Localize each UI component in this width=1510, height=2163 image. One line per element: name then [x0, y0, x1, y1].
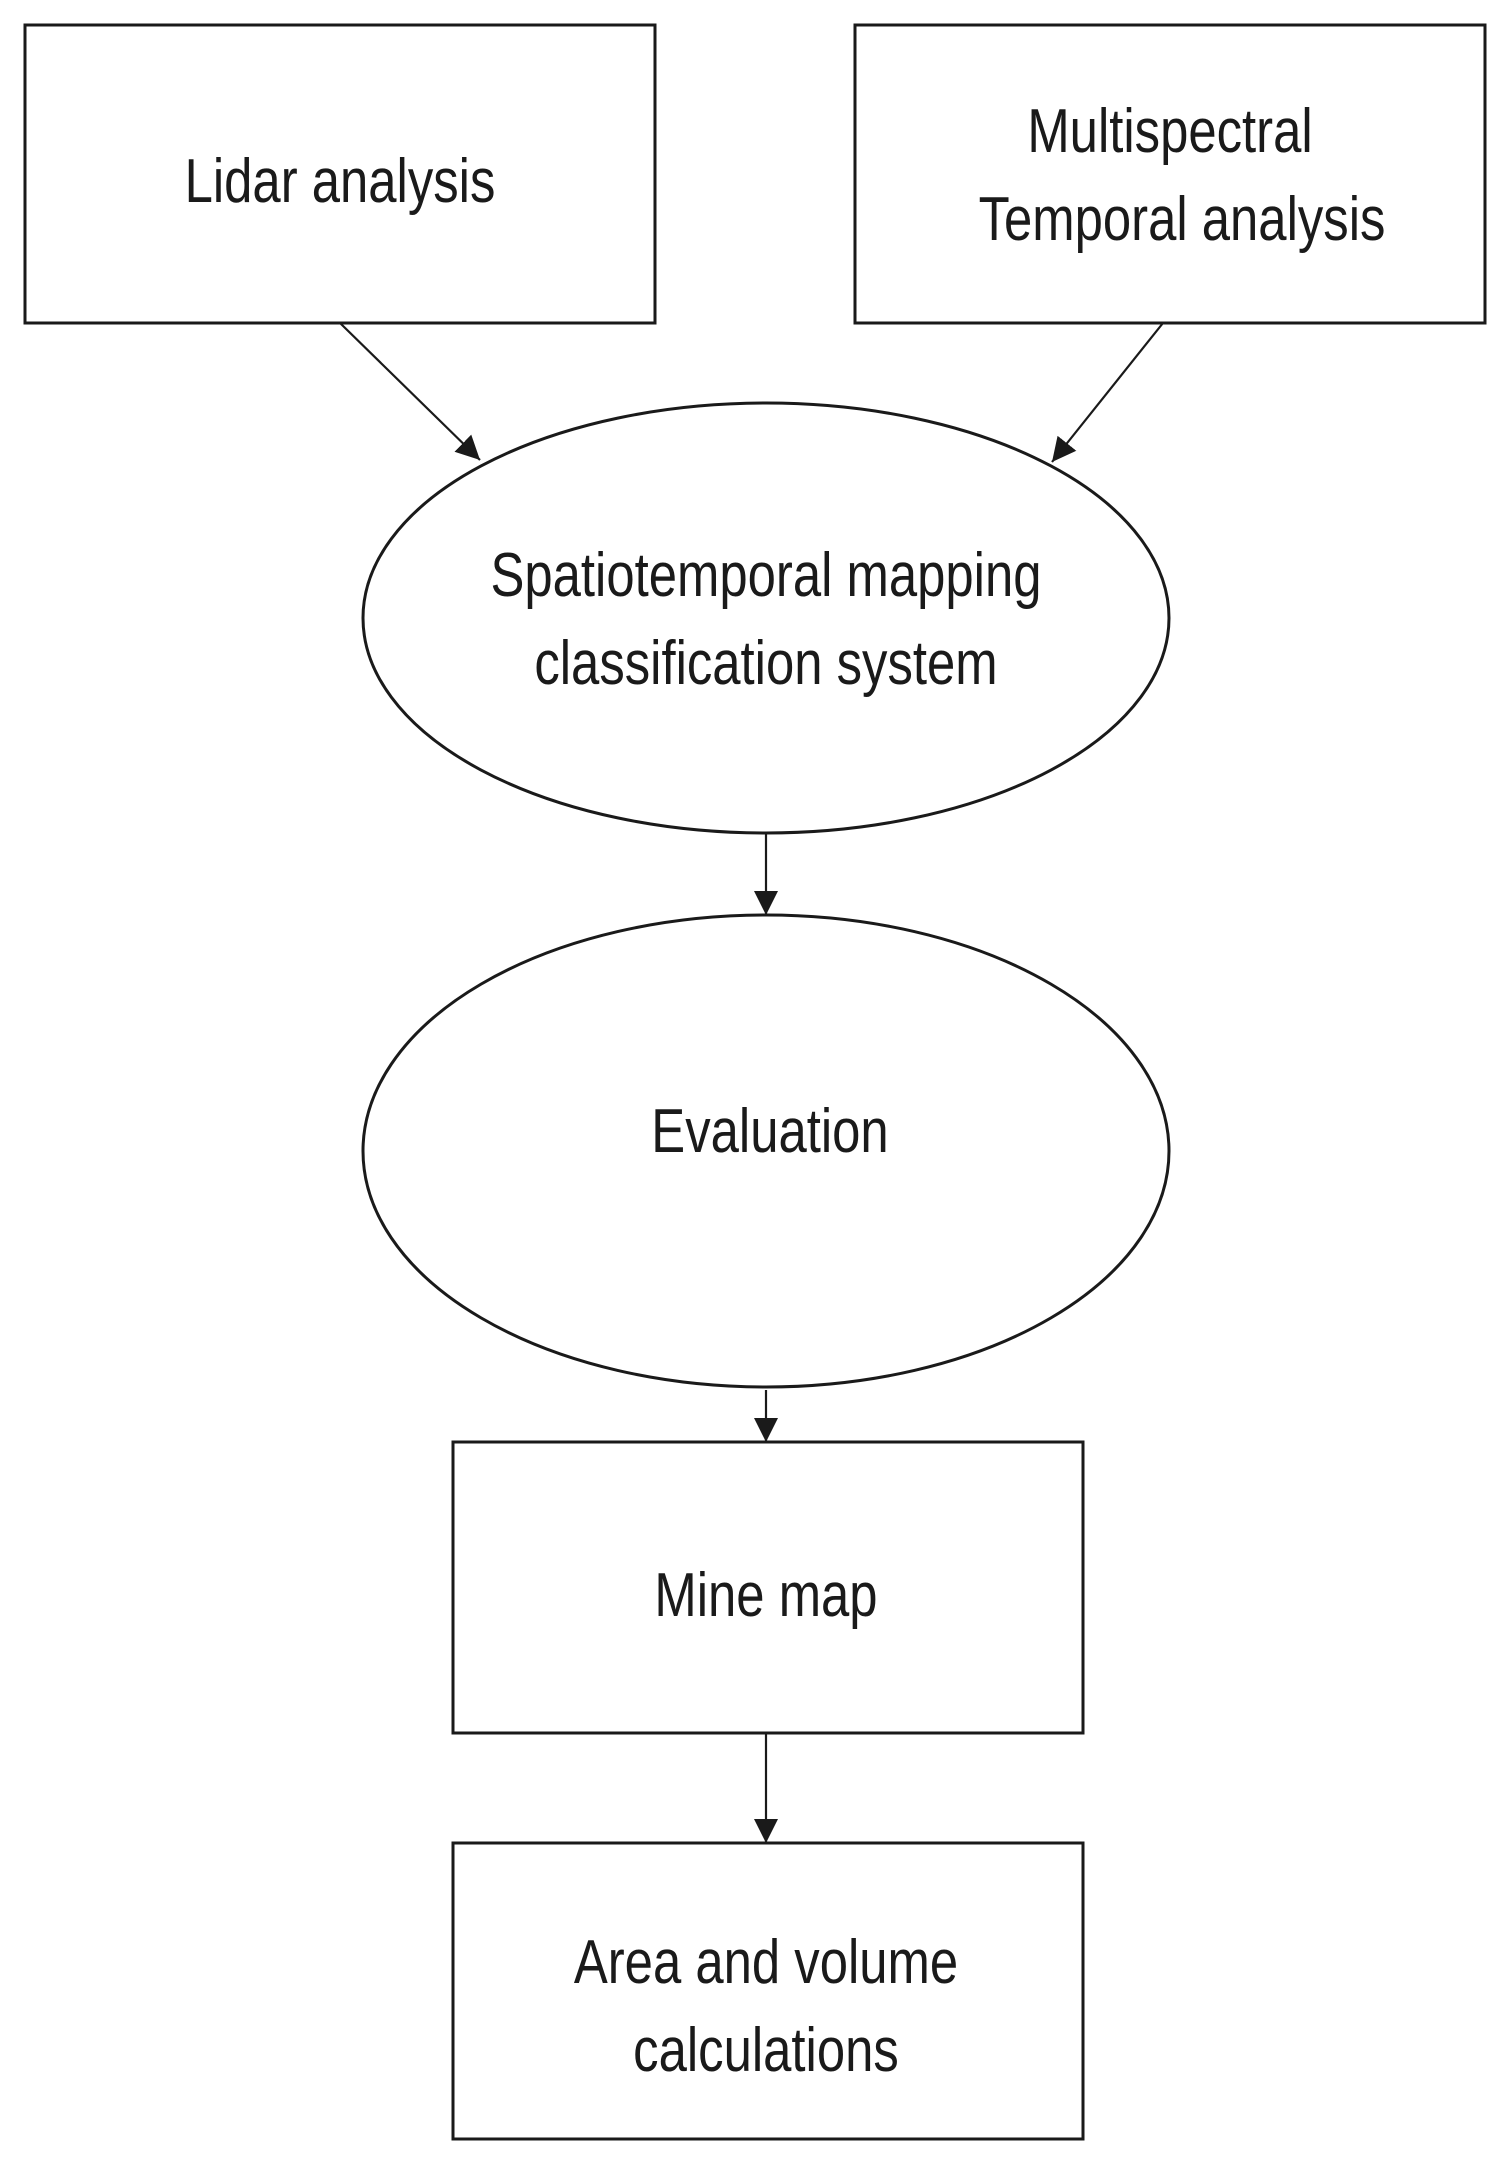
node-area-and-volume-calculations: Area and volume calculations — [451, 1841, 1085, 2141]
node-spatiotemporal-label-line2: classification system — [534, 629, 997, 698]
node-lidar-analysis: Lidar analysis — [23, 23, 657, 325]
node-multispectral-label-line1: Multispectral — [1027, 97, 1312, 166]
node-area-volume-label-line2: calculations — [633, 2016, 899, 2085]
node-multispectral-label-line2: Temporal analysis — [979, 185, 1386, 254]
node-evaluation-label: Evaluation — [651, 1097, 888, 1166]
node-spatiotemporal-mapping: Spatiotemporal mapping classification sy… — [361, 401, 1171, 835]
node-area-volume-label-line1: Area and volume — [574, 1928, 958, 1997]
node-evaluation: Evaluation — [361, 913, 1171, 1389]
node-mine-map-label: Mine map — [654, 1561, 877, 1630]
edge-multispectral-to-spatiotemporal — [1051, 322, 1164, 463]
node-multispectral-temporal-analysis: Multispectral Temporal analysis — [853, 23, 1487, 325]
edge-lidar-to-spatiotemporal — [339, 322, 481, 461]
node-mine-map: Mine map — [451, 1440, 1085, 1735]
node-spatiotemporal-label-line1: Spatiotemporal mapping — [490, 541, 1041, 610]
node-lidar-analysis-label: Lidar analysis — [185, 147, 496, 216]
